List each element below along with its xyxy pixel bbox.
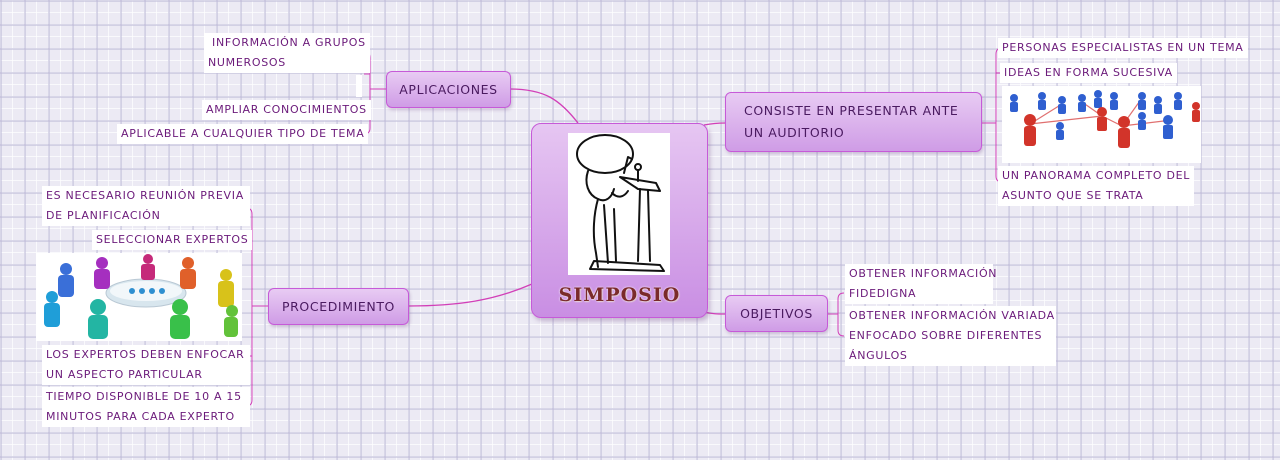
connector-objetivos — [703, 311, 726, 315]
branch-objetivos-label: OBJETIVOS — [740, 306, 813, 321]
experts-meeting-image — [36, 253, 242, 341]
leaf-informacion-fidedigna[interactable]: OBTENER INFORMACIÓN FIDEDIGNA — [845, 264, 998, 304]
leaf-ideas-sucesiva[interactable]: IDEAS EN FORMA SUCESIVA — [1000, 63, 1177, 83]
branch-consiste-label: CONSISTE EN PRESENTAR ANTE UN AUDITORIO — [744, 100, 958, 144]
branch-consiste-line-1: CONSISTE EN PRESENTAR ANTE — [744, 103, 959, 118]
leaf-text-line: ÁNGULOS — [849, 349, 908, 362]
bracket-objetivos — [827, 292, 845, 337]
leaf-informacion-variada[interactable]: OBTENER INFORMACIÓN VARIADA ENFOCADO SOB… — [845, 306, 1056, 366]
bracket-consiste — [982, 47, 1003, 183]
branch-aplicaciones-label: APLICACIONES — [399, 82, 498, 97]
branch-consiste-line-2: UN AUDITORIO — [744, 125, 845, 140]
leaf-text-line: AMPLIAR CONOCIMIENTOS — [206, 103, 367, 116]
leaf-reunion-previa[interactable]: ES NECESARIO REUNIÓN PREVIA DE PLANIFICA… — [42, 186, 250, 226]
leaf-tiempo-disponible[interactable]: TIEMPO DISPONIBLE DE 10 A 15 MINUTOS PAR… — [42, 387, 250, 427]
leaf-text-line: SELECCIONAR EXPERTOS — [96, 233, 249, 246]
leaf-text-line: OBTENER INFORMACIÓN VARIADA — [849, 309, 1055, 322]
branch-procedimiento[interactable]: PROCEDIMIENTO — [268, 288, 409, 325]
leaf-text-line: INFORMACIÓN A GRUPOS — [212, 36, 366, 49]
leaf-text-line: UN ASPECTO PARTICULAR — [46, 368, 203, 381]
central-node-title: SIMPOSIO — [558, 284, 681, 306]
leaf-text-line: NUMEROSOS — [208, 56, 286, 69]
leaf-text-line: ASUNTO QUE SE TRATA — [1002, 189, 1144, 202]
speaker-at-podium-image — [568, 133, 670, 275]
leaf-text-line: OBTENER INFORMACIÓN — [849, 267, 998, 280]
connector-procedimiento — [407, 283, 533, 307]
leaf-informacion-grupos[interactable]: INFORMACIÓN A GRUPOS NUMEROSOS — [204, 33, 370, 73]
leaf-text-line: TIEMPO DISPONIBLE DE 10 A 15 — [46, 390, 242, 403]
leaf-text-line: UN PANORAMA COMPLETO DEL — [1002, 169, 1191, 182]
connector-consiste — [703, 122, 726, 126]
leaf-text-line: IDEAS EN FORMA SUCESIVA — [1004, 66, 1173, 79]
leaf-seleccionar-expertos[interactable]: SELECCIONAR EXPERTOS — [92, 230, 253, 250]
leaf-text-line: ES NECESARIO REUNIÓN PREVIA — [46, 189, 244, 202]
leaf-text-line: LOS EXPERTOS DEBEN ENFOCAR — [46, 348, 245, 361]
leaf-expertos-enfocar[interactable]: LOS EXPERTOS DEBEN ENFOCAR UN ASPECTO PA… — [42, 345, 250, 385]
branch-objetivos[interactable]: OBJETIVOS — [725, 295, 828, 332]
leaf-text-line: ENFOCADO SOBRE DIFERENTES — [849, 329, 1043, 342]
network-people-image — [1002, 86, 1201, 163]
bracket-aplicaciones — [363, 50, 386, 135]
central-node[interactable]: SIMPOSIO — [531, 123, 708, 318]
leaf-empty — [356, 75, 362, 97]
leaf-aplicable-cualquier-tema[interactable]: APLICABLE A CUALQUIER TIPO DE TEMA — [117, 124, 369, 144]
leaf-text-line: DE PLANIFICACIÓN — [46, 209, 161, 222]
leaf-personas-especialistas[interactable]: PERSONAS ESPECIALISTAS EN UN TEMA — [998, 38, 1248, 58]
branch-procedimiento-label: PROCEDIMIENTO — [282, 299, 395, 314]
leaf-ampliar-conocimientos[interactable]: AMPLIAR CONOCIMIENTOS — [202, 100, 371, 120]
branch-consiste[interactable]: CONSISTE EN PRESENTAR ANTE UN AUDITORIO — [725, 92, 982, 152]
leaf-text-line: APLICABLE A CUALQUIER TIPO DE TEMA — [121, 127, 365, 140]
leaf-text-line: MINUTOS PARA CADA EXPERTO — [46, 410, 235, 423]
branch-aplicaciones[interactable]: APLICACIONES — [386, 71, 511, 108]
connector-aplicaciones — [509, 88, 579, 124]
leaf-text-line: FIDEDIGNA — [849, 287, 917, 300]
leaf-text-line: PERSONAS ESPECIALISTAS EN UN TEMA — [1002, 41, 1244, 54]
leaf-panorama-completo[interactable]: UN PANORAMA COMPLETO DEL ASUNTO QUE SE T… — [998, 166, 1195, 206]
